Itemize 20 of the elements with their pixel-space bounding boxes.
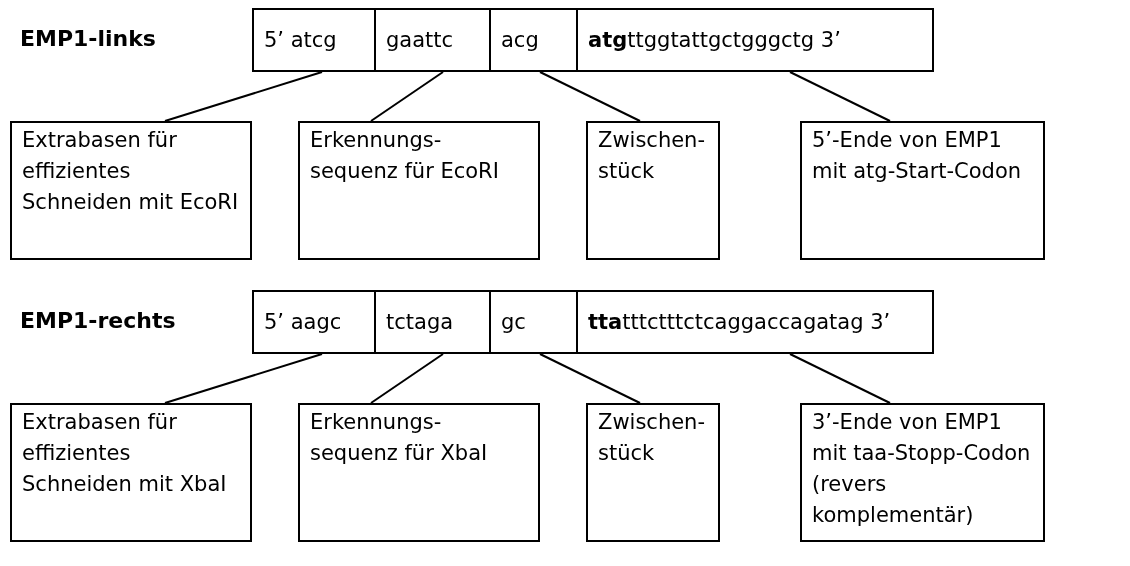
leader-line — [370, 71, 444, 122]
leader-line — [789, 71, 891, 122]
annotation-box: 5’-Ende von EMP1 mit atg-Start-Codon — [800, 121, 1045, 260]
row-heading: EMP1-rechts — [20, 308, 176, 333]
leader-line — [164, 71, 323, 122]
leader-line — [164, 353, 323, 404]
row-heading: EMP1-links — [20, 26, 156, 51]
annotation-box: 3’-Ende von EMP1 mit taa-Stopp-Codon (revers komplementär) — [800, 403, 1045, 542]
annotation-box: Erkennungs- sequenz für XbaI — [298, 403, 540, 542]
leader-line — [370, 353, 444, 404]
annotation-box: Extrabasen für effizientes Schneiden mit XbaI — [10, 403, 252, 542]
annotation-box: Erkennungs- sequenz für EcoRI — [298, 121, 540, 260]
annotation-box: Extrabasen für effizientes Schneiden mit EcoRI — [10, 121, 252, 260]
sequence-cell: ttatttctttctcaggaccagatag 3’ — [576, 290, 934, 354]
leader-line — [539, 71, 641, 122]
annotation-box: Zwischen- stück — [586, 121, 720, 260]
leader-line — [539, 353, 641, 404]
leader-line — [789, 353, 891, 404]
annotation-box: Zwischen- stück — [586, 403, 720, 542]
sequence-cell: atgttggtattgctgggctg 3’ — [576, 8, 934, 72]
